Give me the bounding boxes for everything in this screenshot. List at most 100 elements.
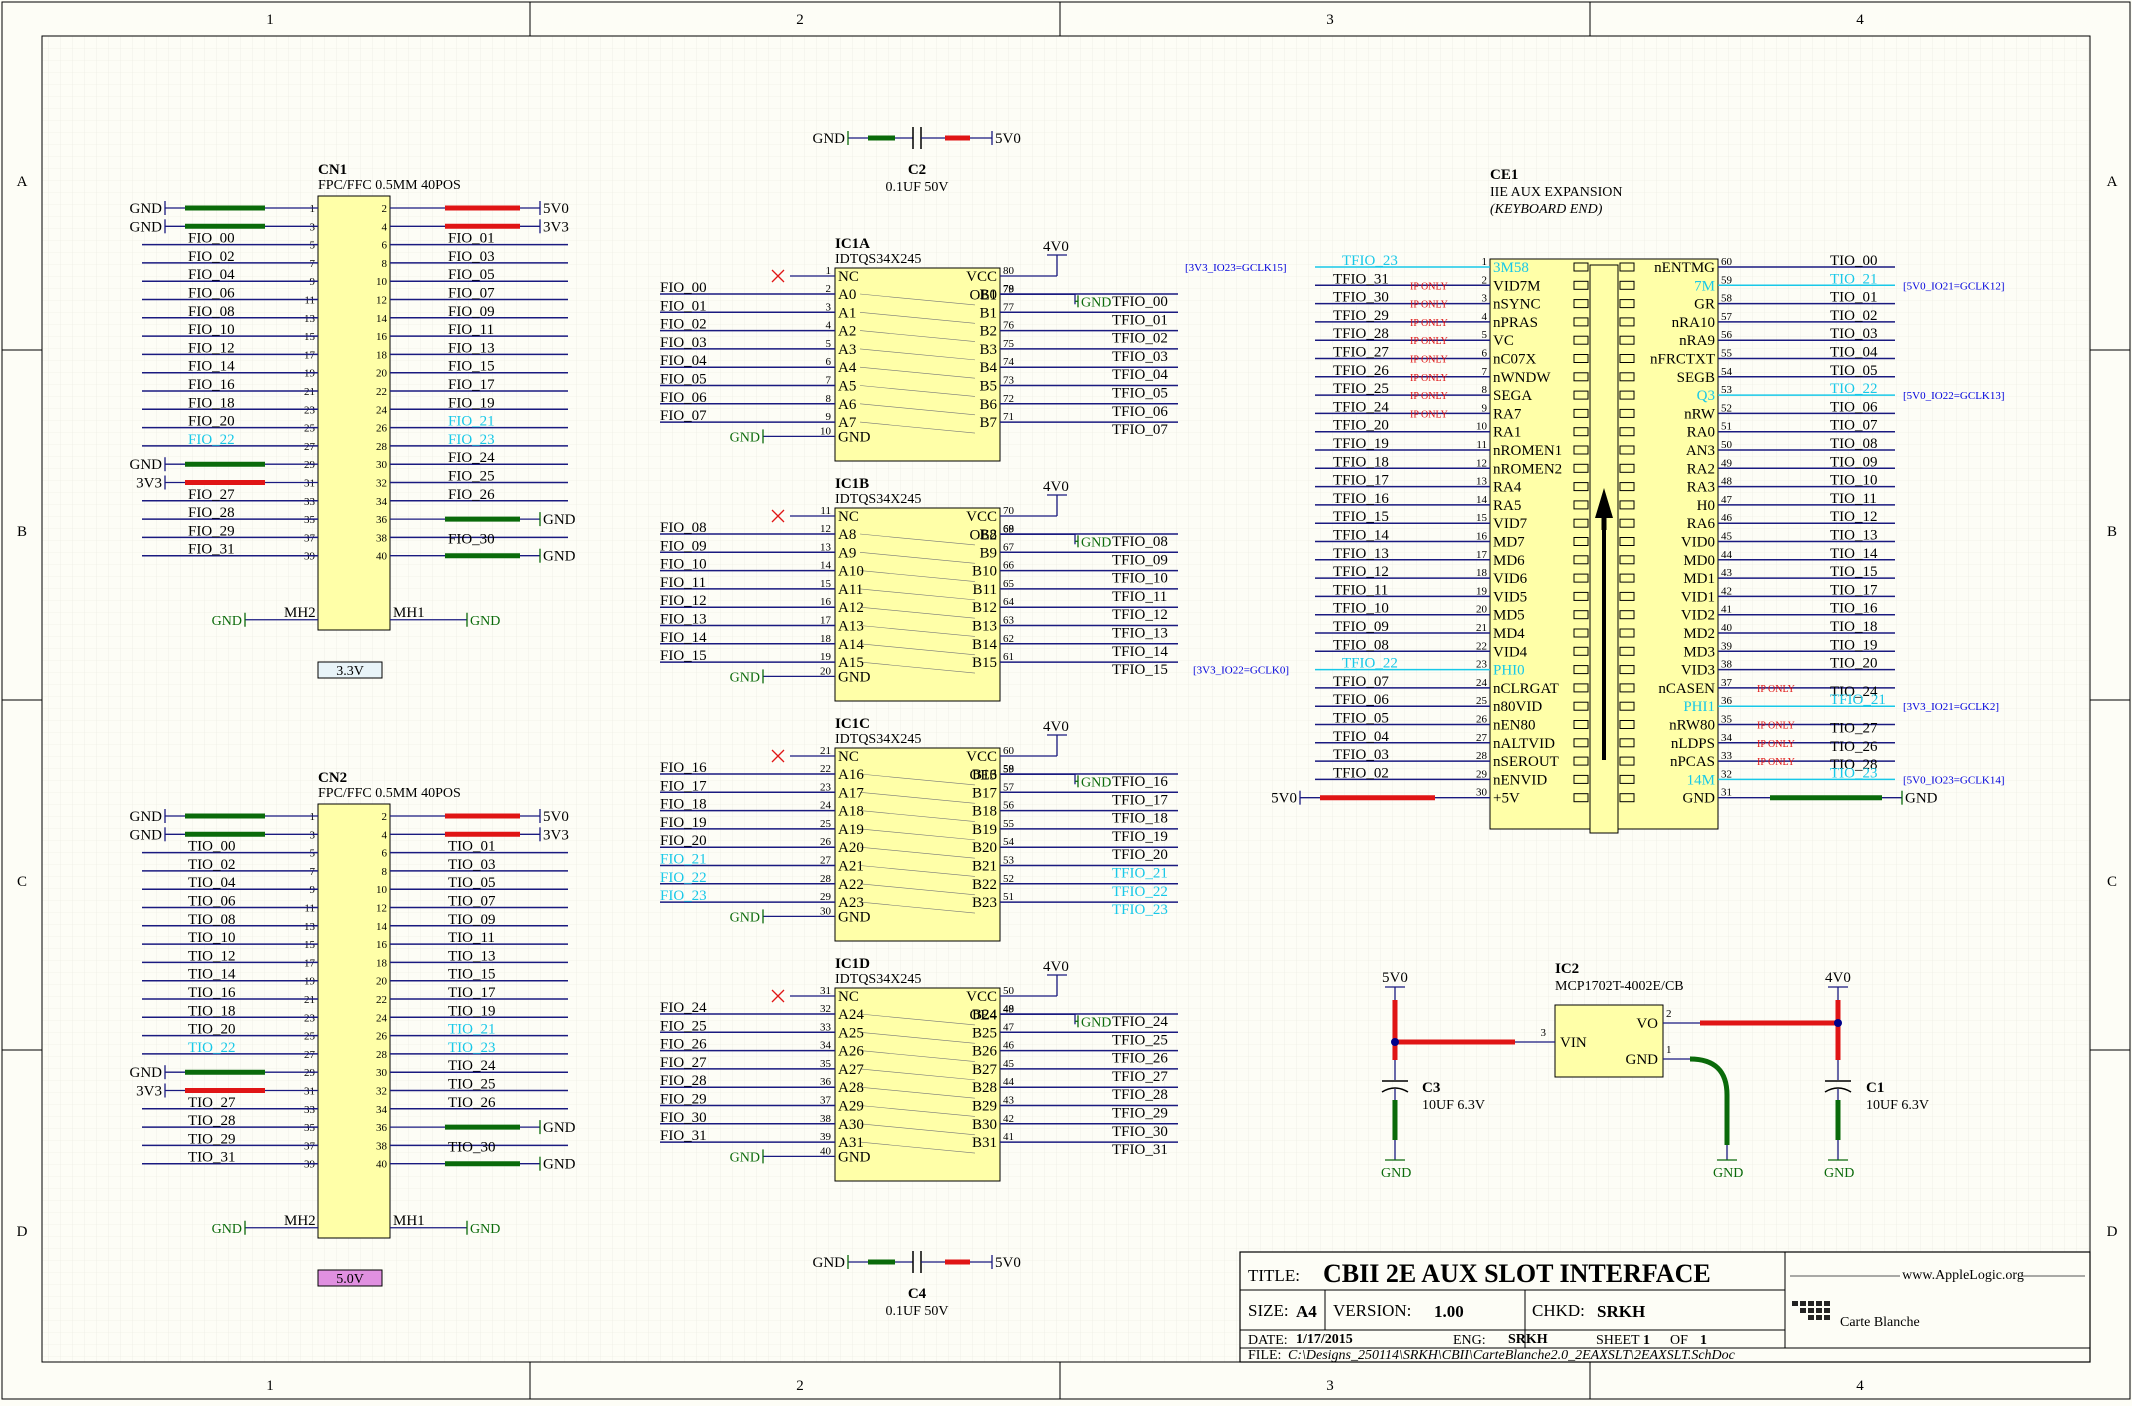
cn1-net-label: FIO_24 [448,450,495,466]
ce1-pin-number: 28 [1476,750,1488,762]
ce1-right-pin: nRW80 [1669,718,1715,734]
cn1-net-label: FIO_09 [448,304,495,320]
ic1-gnd-label: GND [730,910,760,925]
column-marker: 4 [1856,12,1864,28]
ce1-pin-number: 14 [1476,494,1488,506]
ce1-left-net: TFIO_13 [1333,546,1389,562]
ce1-pin-number: 49 [1721,457,1733,469]
ce1-right-pin: MD1 [1683,571,1715,587]
ce1-right-pin: RA0 [1687,425,1715,441]
cn2-net-label: TIO_10 [188,930,236,946]
cn1-pin-number: 30 [376,459,388,471]
ic1-a-pin: A29 [838,1099,864,1115]
cn2-pin-number: 27 [304,1049,316,1061]
ce1-left-pin: MD5 [1493,608,1525,624]
ce1-left-pin: PHI0 [1493,663,1525,679]
cn2-pin-number: 17 [304,957,316,969]
cn2-pin-number: 14 [376,921,388,933]
cn2-pin-number: 6 [382,848,388,860]
ce1-pin-number: 29 [1476,768,1488,780]
cn1-power-label: 5V0 [543,201,569,217]
switch-path [859,533,976,546]
switch-path [859,330,976,342]
ce1-pin-number: 3 [1482,293,1488,305]
ce1-right-net: TIO_02 [1830,308,1878,324]
ce1-pin-number: 47 [1721,494,1733,506]
sheet-label: SHEET [1596,1333,1640,1348]
ic1-oe-pin: OE1 [970,287,998,303]
ce1-right-net: TIO_08 [1830,436,1878,452]
ic1-b-pin: B2 [979,324,997,340]
ce1-pin-number: 27 [1476,732,1488,744]
ce1-pin-number: 17 [1476,549,1488,561]
ic2-gnd-pin: GND [1626,1052,1659,1068]
ic1-b-pin: B15 [972,655,997,671]
ce1-finger [1573,591,1589,601]
ce1-pin-number: 60 [1721,256,1733,268]
ic1-vcc-pin: VCC [966,269,997,285]
ce1-finger [1619,665,1635,675]
ce1-left-net: TFIO_07 [1333,674,1389,690]
cn2-pin-number: 22 [376,994,387,1006]
ic1-output-net: TFIO_12 [1112,607,1168,623]
ic1-unit-ref: IC1C [835,716,870,732]
ce1-left-net: TFIO_20 [1333,418,1389,434]
cn1-net-label: FIO_03 [448,249,495,265]
ce1-right-net: TIO_09 [1830,454,1878,470]
ic1-pin-number: 41 [1003,1131,1014,1143]
ce1-pin-number: 16 [1476,531,1488,543]
switch-path [859,570,976,582]
ic1-pin-number: 73 [1003,375,1015,387]
row-marker: A [17,174,28,190]
ce1-right-pin: nPCAS [1670,754,1715,770]
cn1-power-label: GND [130,219,163,235]
ce1-finger [1619,774,1635,784]
ce1-right-pin: SEGB [1677,370,1715,386]
ic1-pin-number: 43 [1003,1095,1015,1107]
ic1-pin-number: 29 [820,891,832,903]
ic1-output-net: TFIO_06 [1112,404,1168,420]
ce1-left-net: TFIO_26 [1333,363,1389,379]
cn1-net-label: FIO_05 [448,267,495,283]
ic1-pin-number: 19 [820,651,832,663]
switch-path [859,293,976,306]
cn1-pin-number: 5 [310,240,316,252]
ic1-pin-number: 40 [820,1145,832,1157]
ic1-pin-number: 11 [820,505,831,517]
ce1-pin-number: 13 [1476,476,1488,488]
ic1-pin-number: 27 [820,855,832,867]
ic1-output-net: TFIO_00 [1112,294,1168,310]
switch-path [859,865,976,877]
ic1-pin-number: 50 [1003,985,1015,997]
cn1-power-label: GND [130,457,163,473]
cn1-net-label: FIO_01 [448,231,495,247]
ic1-a-pin: A2 [838,324,856,340]
ce1-right-net: TIO_21 [1830,271,1878,287]
ce1-finger [1573,354,1589,363]
ce1-pin-number: 41 [1721,604,1732,616]
ic1-oe-gnd-label: GND [1081,295,1111,310]
cn1-pin-number: 26 [376,423,388,435]
ic1-pin-number: 23 [820,781,832,793]
cn2-gnd-label: GND [470,1222,500,1237]
chkd-label: CHKD: [1532,1301,1585,1320]
cn2-power-label: GND [130,827,163,843]
ic2-gnd-wire [1689,1056,1730,1145]
ic1-pin-number: 60 [1003,745,1015,757]
cn1-pin-number: 35 [304,514,316,526]
ce1-5v-label: 5V0 [1271,791,1297,807]
ce1-left-net: TFIO_27 [1333,345,1389,361]
ce1-pin-number: 15 [1476,512,1488,524]
ce1-right-pin: VID0 [1681,535,1715,551]
ip-only-tag: IP ONLY [1757,739,1795,750]
ce1-right-net: TIO_15 [1830,564,1878,580]
ce1-left-net: TFIO_19 [1333,436,1389,452]
c2-value: 0.1UF 50V [885,180,948,195]
cn1-net-label: FIO_07 [448,286,495,302]
ce1-right-pin: nFRCTXT [1650,352,1715,368]
cn2-net-label: TIO_28 [188,1113,236,1129]
ic1-input-net: FIO_07 [660,408,707,424]
ce1-right-pin: RA6 [1687,516,1716,532]
cn1-pin-number: 39 [304,551,316,563]
ic1-vcc-label: 4V0 [1043,479,1069,495]
